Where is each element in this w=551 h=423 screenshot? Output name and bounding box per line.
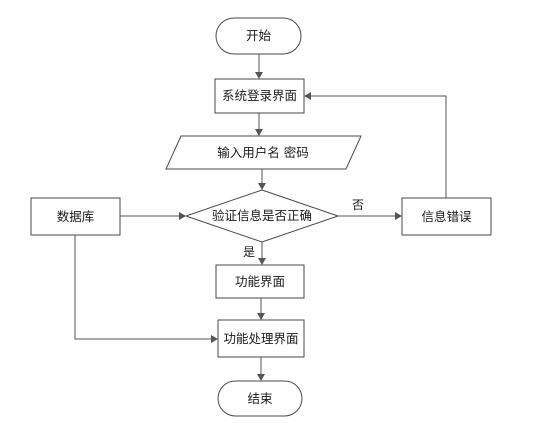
verify-label: 验证信息是否正确	[212, 208, 312, 223]
end-node: 结束	[217, 380, 303, 417]
edge-verify-error	[338, 212, 402, 220]
process-label: 功能处理界面	[223, 331, 298, 346]
function-node: 功能界面	[215, 264, 305, 299]
process-node: 功能处理界面	[217, 319, 305, 358]
edge-function-process	[257, 298, 265, 320]
edge-database-process	[74, 235, 218, 343]
start-node: 开始	[215, 17, 302, 55]
edge-error-login	[304, 92, 447, 198]
database-label: 数据库	[57, 209, 95, 224]
function-label: 功能界面	[235, 274, 285, 289]
database-node: 数据库	[30, 197, 121, 236]
login-node: 系统登录界面	[214, 78, 305, 114]
input-label: 输入用户名 密码	[217, 145, 308, 160]
edge-start-login	[255, 54, 263, 79]
start-label: 开始	[246, 28, 272, 43]
end-label: 结束	[247, 391, 273, 406]
edge-login-input	[255, 113, 263, 136]
login-label: 系统登录界面	[222, 88, 297, 103]
edge-label-yes: 是	[243, 245, 255, 259]
error-label: 信息错误	[421, 209, 472, 224]
edge-label-no: 否	[352, 198, 364, 212]
edge-process-end	[257, 357, 265, 381]
edge-database-verify	[120, 212, 186, 220]
error-node: 信息错误	[401, 197, 492, 236]
verify-node: 验证信息是否正确	[184, 189, 340, 243]
input-node: 输入用户名 密码	[165, 135, 362, 170]
edge-input-verify	[258, 169, 266, 190]
edge-verify-function	[258, 242, 266, 265]
